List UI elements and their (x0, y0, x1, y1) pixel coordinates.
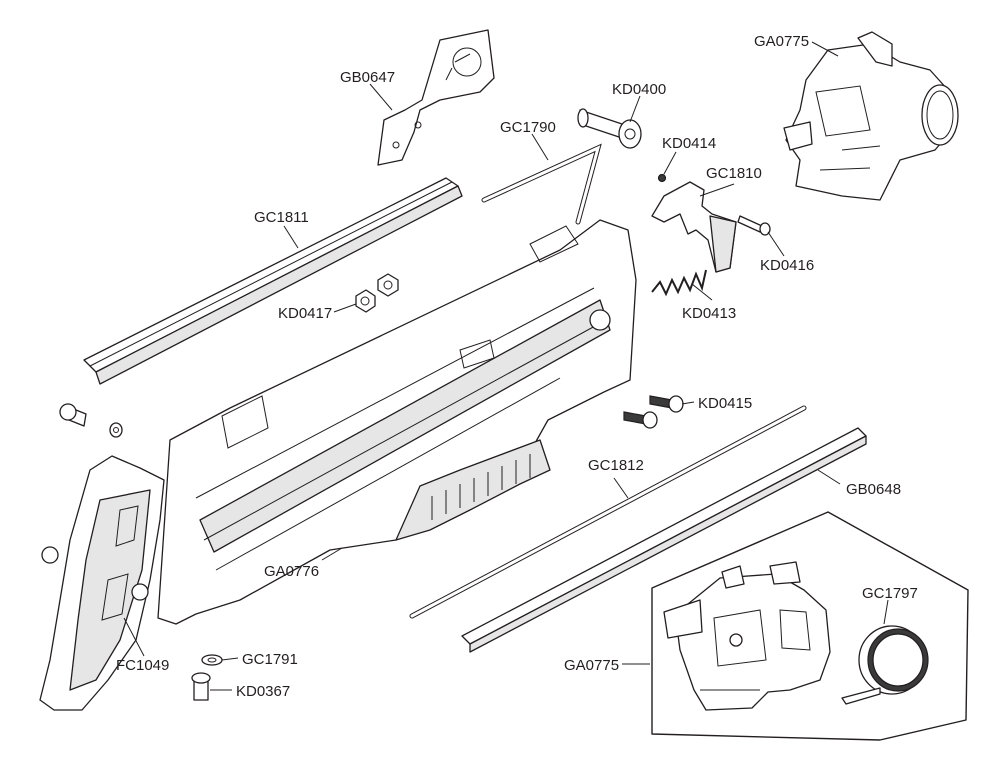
label-kd0400: KD0400 (612, 81, 666, 98)
leader-lines (123, 41, 889, 691)
part-kd0413 (651, 269, 707, 297)
part-kd0367 (191, 672, 211, 701)
part-gc1797 (841, 625, 929, 705)
label-gc1812: GC1812 (588, 457, 644, 474)
leader-kd0415 (681, 401, 695, 405)
leader-kd0414 (663, 151, 677, 175)
part-left-screw (59, 403, 123, 438)
label-gb0647: GB0647 (340, 69, 395, 86)
part-gc1810 (651, 181, 737, 273)
part-gc1791 (201, 654, 223, 666)
part-ga0775-inset (663, 561, 831, 711)
label-ga0775-inset: GA0775 (564, 657, 619, 674)
label-gc1811: GC1811 (254, 209, 309, 226)
leader-kd0416 (767, 231, 785, 257)
label-gc1790: GC1790 (500, 119, 556, 136)
part-kd0400 (577, 108, 642, 149)
label-gc1791: GC1791 (242, 651, 298, 668)
part-labels: GB0647 GA0775 KD0400 GC1790 KD0414 GC181… (116, 33, 918, 700)
part-fc1049 (39, 455, 165, 711)
leader-gc1791 (221, 657, 239, 661)
leader-gb0648 (817, 469, 841, 485)
leader-kd0400 (629, 95, 641, 123)
part-kd0416 (737, 215, 771, 236)
part-kd0417 (355, 273, 399, 313)
label-kd0413: KD0413 (682, 305, 736, 322)
leader-gb0647 (369, 83, 393, 111)
part-gc1790 (481, 143, 602, 225)
leader-gc1811 (283, 225, 299, 249)
leader-kd0417 (333, 303, 357, 313)
leader-ga0775-top (811, 41, 839, 57)
label-kd0367: KD0367 (236, 683, 290, 700)
part-kd0414 (657, 173, 667, 183)
label-fc1049: FC1049 (116, 657, 169, 674)
label-gb0648: GB0648 (846, 481, 901, 498)
part-gc1812 (409, 405, 807, 619)
leader-gc1790 (531, 133, 549, 161)
label-kd0417: KD0417 (278, 305, 332, 322)
part-ga0776 (157, 219, 637, 625)
leader-fc1049 (123, 617, 145, 657)
part-kd0415 (623, 395, 684, 429)
leader-gc1797 (883, 599, 889, 625)
leader-gc1810 (699, 183, 735, 197)
label-ga0776: GA0776 (264, 563, 319, 580)
leader-ga0776 (321, 547, 343, 561)
label-gc1810: GC1810 (706, 165, 762, 182)
part-gb0647 (377, 29, 495, 166)
part-ga0775-top (783, 31, 959, 201)
label-ga0775-top: GA0775 (754, 33, 809, 50)
leader-kd0413 (691, 283, 713, 301)
label-kd0414: KD0414 (662, 135, 716, 152)
label-kd0415: KD0415 (698, 395, 752, 412)
label-kd0416: KD0416 (760, 257, 814, 274)
part-gc1811 (83, 177, 463, 385)
leader-gc1812 (613, 477, 629, 499)
part-gb0648 (461, 427, 867, 653)
label-gc1797: GC1797 (862, 585, 918, 602)
